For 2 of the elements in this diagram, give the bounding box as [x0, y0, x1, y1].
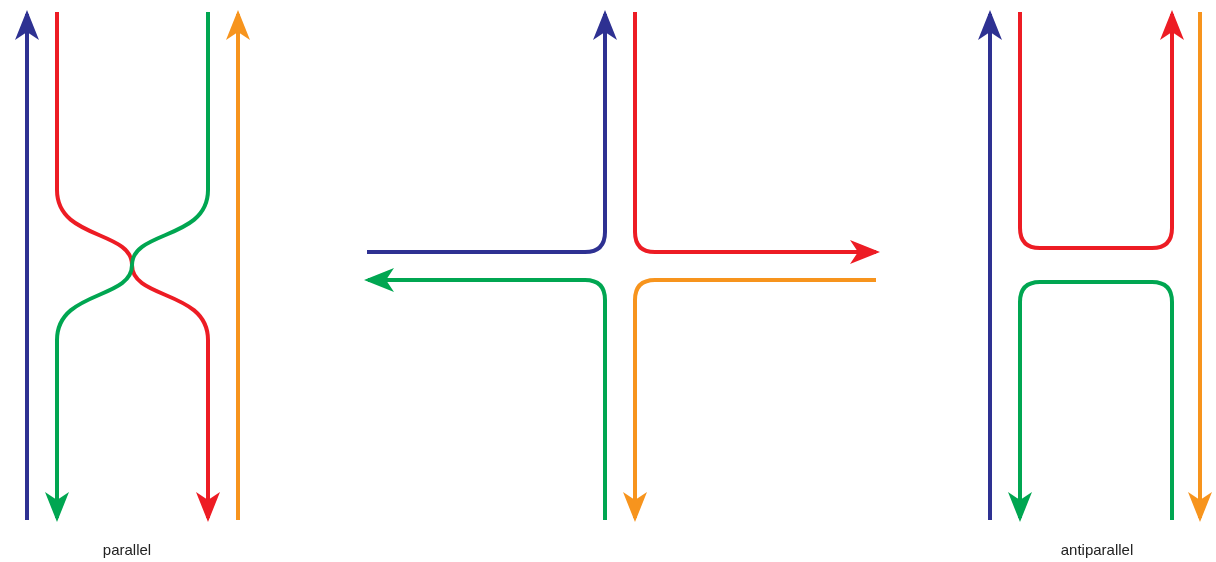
panel-caption: antiparallel: [1060, 541, 1134, 558]
panel-caption: parallel: [102, 541, 152, 558]
